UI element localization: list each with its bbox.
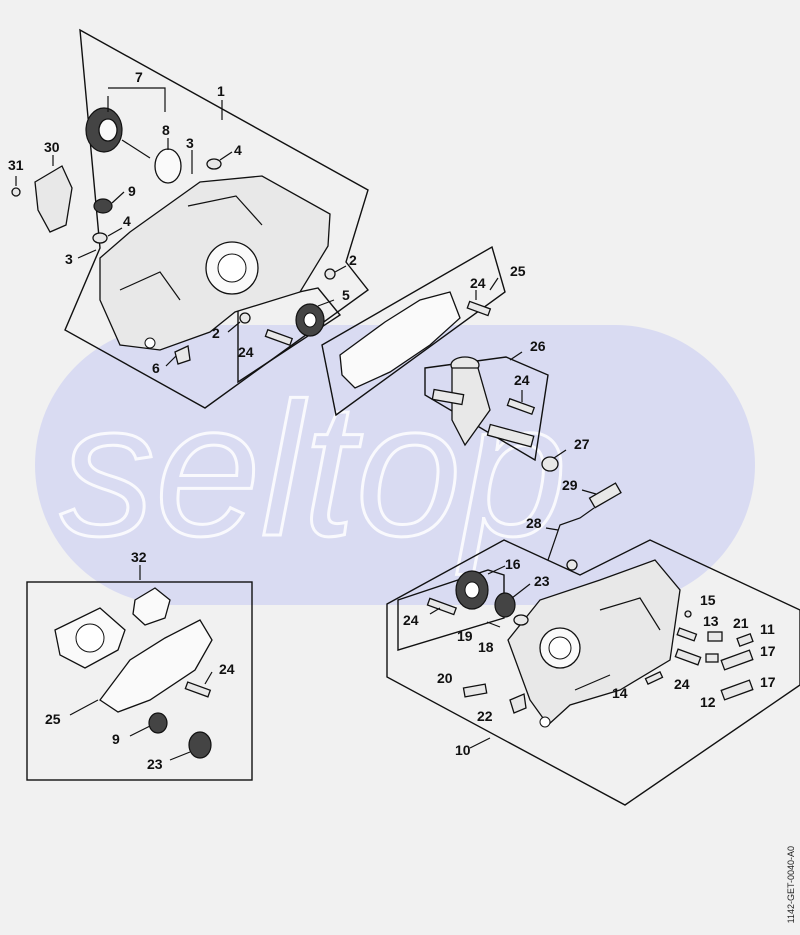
frame-gasket-set-32 [26,581,253,781]
plug-22 [509,693,527,714]
washer-18 [513,614,529,626]
screw-31 [11,187,21,197]
nipple-29 [588,482,622,509]
crankshaft [431,356,536,448]
crankcase-half-left [99,175,331,351]
callout-4: 4 [234,142,242,158]
callout-19: 19 [457,628,473,644]
plug-2-right [324,268,336,280]
pin-14 [644,671,664,685]
frame-crankcase-1 [64,28,370,409]
oil-line-28 [547,507,595,561]
callout-28: 28 [526,515,542,531]
stud-20 [462,683,488,698]
oil-pump-assembly [85,107,151,159]
callout-9: 9 [112,731,120,747]
callout-9: 9 [128,183,136,199]
callout-13: 13 [703,613,719,629]
callout-2: 2 [212,325,220,341]
callout-24: 24 [514,372,530,388]
stud-17-top [720,649,754,671]
callout-14: 14 [612,685,628,701]
cover-30 [34,165,73,233]
callout-8: 8 [162,122,170,138]
callout-31: 31 [8,157,24,173]
callout-20: 20 [437,670,453,686]
callout-24: 24 [219,661,235,677]
callout-30: 30 [44,139,60,155]
screw-24-d [674,648,702,666]
callout-6: 6 [152,360,160,376]
watermark: seltop [35,325,755,605]
crankcase-half-right [507,559,681,728]
callouts: 1 2 2 3 3 4 4 5 6 7 8 9 9 10 11 12 13 14… [8,69,776,772]
seal-9-top [93,198,113,214]
callout-12: 12 [700,694,716,710]
drawing-reference-id: 1142-GET-0040-A0 [786,845,796,923]
callout-10: 10 [455,742,471,758]
washer-4-top [206,158,222,170]
gasket-set-32-contents [54,587,213,759]
screw-24-c [426,597,458,616]
callout-24: 24 [674,676,690,692]
plug-6 [174,345,191,365]
callout-27: 27 [574,436,590,452]
callout-23: 23 [147,756,163,772]
gasket-25 [339,291,461,389]
sleeve-11 [736,633,754,647]
callout-29: 29 [562,477,578,493]
callout-25: 25 [45,711,61,727]
pin-15 [684,610,692,618]
washer-4-left [92,232,108,244]
o-ring-8 [154,148,182,184]
callout-22: 22 [477,708,493,724]
callout-1: 1 [217,83,225,99]
seal-23-right [494,592,516,618]
spacer-12 [705,653,719,663]
pin-19 [486,621,501,628]
frame-gasket-25 [321,245,506,417]
callout-16: 16 [505,556,521,572]
callout-2: 2 [349,252,357,268]
callout-4: 4 [123,213,131,229]
sleeve-13 [676,627,698,642]
leader-lines [15,87,597,761]
callout-26: 26 [530,338,546,354]
callout-21: 21 [733,615,749,631]
screw-24-b [466,300,492,317]
callout-7: 7 [135,69,143,85]
svg-text:seltop: seltop [60,364,567,576]
callout-3: 3 [65,251,73,267]
callout-17: 17 [760,643,776,659]
callout-3: 3 [186,135,194,151]
circlip-27 [541,456,559,472]
callout-17: 17 [760,674,776,690]
frame-crankshaft-26 [424,356,549,462]
sleeve-21 [707,631,723,642]
callout-18: 18 [478,639,494,655]
frame-crankcase-10 [386,539,800,806]
callout-24: 24 [403,612,419,628]
callout-5: 5 [342,287,350,303]
callout-24: 24 [238,344,254,360]
plug-2-lower [239,312,251,324]
callout-32: 32 [131,549,147,565]
screw-24-a [264,328,294,347]
stud-17-bottom [720,679,754,701]
callout-15: 15 [700,592,716,608]
callout-25: 25 [510,263,526,279]
callout-24: 24 [470,275,486,291]
callout-23: 23 [534,573,550,589]
callout-11: 11 [760,621,775,637]
